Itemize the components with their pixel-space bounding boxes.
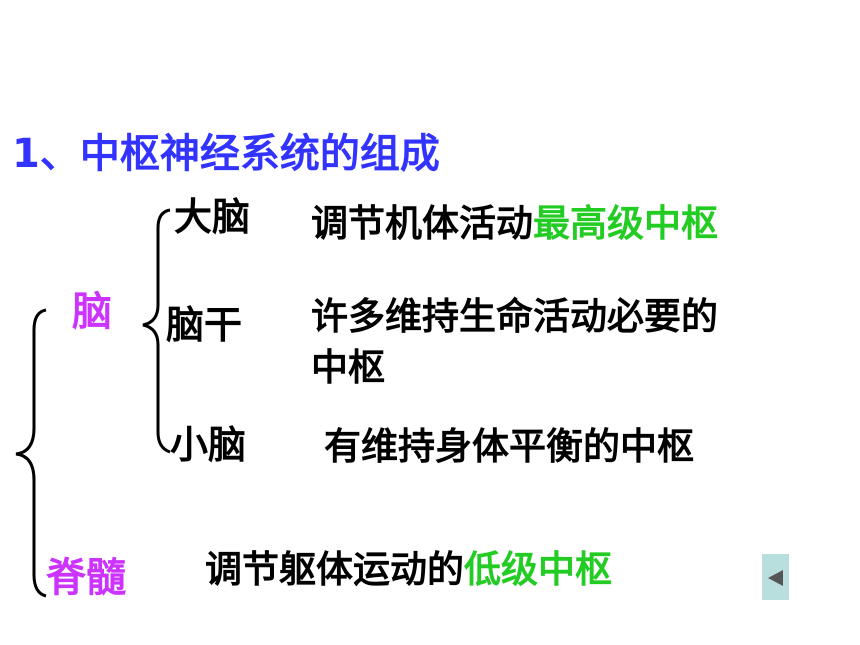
brain-label: 脑 [72, 289, 112, 335]
spinal-cord-desc-highlight: 低级中枢 [464, 548, 612, 591]
spinal-cord-desc-text: 调节躯体运动的 [205, 548, 464, 591]
cerebellum-description: 有维持身体平衡的中枢 [324, 425, 694, 468]
cerebrum-desc-highlight: 最高级中枢 [533, 202, 718, 245]
spinal-cord-description: 调节躯体运动的低级中枢 [205, 551, 612, 588]
outer-brace [15, 308, 47, 598]
brainstem-label: 脑干 [166, 303, 243, 347]
cerebrum-desc-text: 调节机体活动 [311, 202, 533, 245]
cerebrum-label: 大脑 [174, 195, 251, 239]
back-triangle-icon [768, 570, 783, 586]
cerebrum-description: 调节机体活动最高级中枢 [311, 205, 718, 242]
cerebellum-label: 小脑 [170, 423, 247, 467]
slide-title: 1、中枢神经系统的组成 [12, 131, 440, 177]
brainstem-desc-line1: 许多维持生命活动必要的 [311, 295, 718, 338]
brainstem-desc-line2: 中枢 [311, 346, 385, 389]
previous-slide-button[interactable] [762, 554, 789, 600]
spinal-cord-label: 脊髓 [46, 555, 126, 601]
inner-brace [142, 208, 171, 454]
